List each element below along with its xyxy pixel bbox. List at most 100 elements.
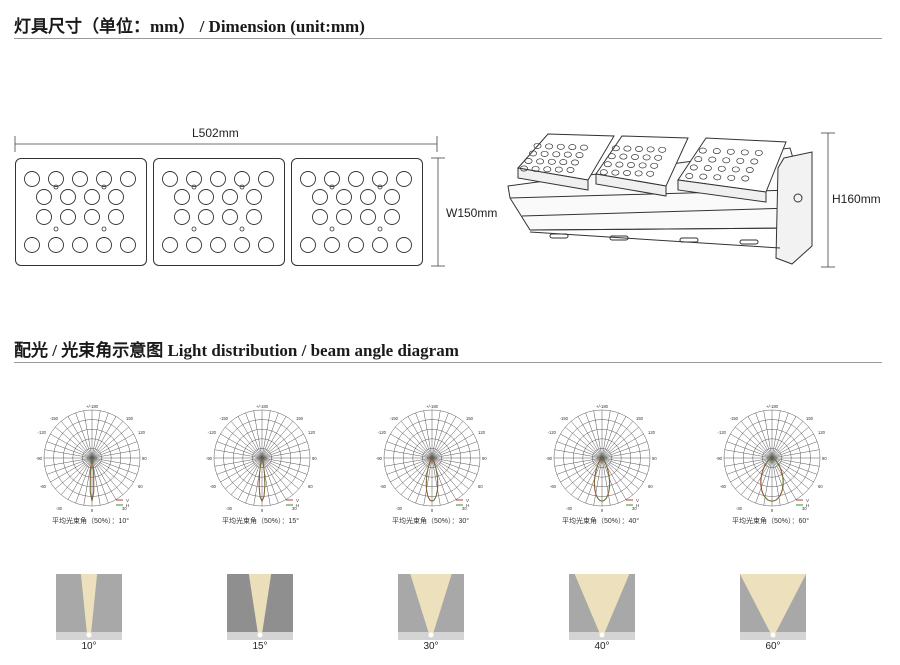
angle-tick-label: -90 xyxy=(36,456,43,461)
led-lens xyxy=(545,143,554,150)
led-lens xyxy=(372,171,388,187)
led-lens xyxy=(186,171,202,187)
angle-tick-label: 30 xyxy=(802,506,807,511)
led-lens xyxy=(48,237,64,253)
angle-tick-label: +/-180 xyxy=(86,404,99,409)
led-lens xyxy=(312,209,328,225)
led-lens xyxy=(324,237,340,253)
light-cone xyxy=(410,574,452,634)
led-lens xyxy=(575,152,584,159)
angle-tick-label: 90 xyxy=(142,456,147,461)
legend-h: H xyxy=(466,503,469,508)
led-lens xyxy=(745,167,754,173)
led-lens xyxy=(533,142,542,149)
legend-h: H xyxy=(636,503,639,508)
led-lens xyxy=(198,189,214,205)
led-lens xyxy=(300,171,316,187)
beam-illustration xyxy=(56,574,122,640)
led-lens xyxy=(198,209,214,225)
led-lens xyxy=(642,154,651,161)
height-label: H160mm xyxy=(832,192,881,206)
led-lens xyxy=(689,164,698,171)
length-label: L502mm xyxy=(192,126,239,140)
led-lens xyxy=(599,169,608,176)
led-lens xyxy=(615,161,624,168)
led-lens xyxy=(554,166,563,173)
led-lens xyxy=(246,209,262,225)
screw-hole xyxy=(239,184,245,190)
led-lens xyxy=(726,148,735,155)
led-lens xyxy=(336,189,352,205)
led-lens xyxy=(731,166,740,173)
led-lens xyxy=(563,151,572,158)
front-panel-center xyxy=(153,158,285,266)
angle-tick-label: -120 xyxy=(548,430,557,435)
light-cone xyxy=(248,574,272,634)
legend-v: V xyxy=(296,498,299,503)
angle-tick-label: -30 xyxy=(56,506,63,511)
beam-angle-label: 15° xyxy=(252,641,268,652)
led-lens xyxy=(396,171,412,187)
led-lens xyxy=(754,149,763,156)
led-lens xyxy=(96,237,112,253)
beam-angle-caption: 平均光束角（50%）：15° xyxy=(222,518,300,525)
angle-tick-label: 60 xyxy=(478,484,483,489)
angle-tick-label: -120 xyxy=(208,430,217,435)
angle-tick-label: 30 xyxy=(462,506,467,511)
led-lens xyxy=(559,159,568,166)
angle-tick-label: 0 xyxy=(261,508,264,513)
led-lens xyxy=(658,146,667,153)
led-lens xyxy=(623,170,631,176)
angle-tick-label: 0 xyxy=(431,508,434,513)
intensity-curve-h xyxy=(89,458,95,502)
angle-tick-label: 90 xyxy=(312,456,317,461)
led-lens xyxy=(654,154,663,161)
angle-tick-label: -60 xyxy=(40,484,47,489)
angle-tick-label: -30 xyxy=(226,506,233,511)
light-cone xyxy=(740,574,806,634)
led-lens xyxy=(336,209,352,225)
beam-angle-caption: 平均光束角（50%）：40° xyxy=(562,518,640,525)
intensity-curve-h xyxy=(258,457,266,503)
angle-tick-label: -30 xyxy=(396,506,403,511)
angle-tick-label: -150 xyxy=(390,416,399,421)
angle-tick-label: -30 xyxy=(736,506,743,511)
screw-hole xyxy=(329,226,335,232)
width-label: W150mm xyxy=(446,206,498,220)
led-lens xyxy=(360,209,376,225)
led-lens xyxy=(48,171,64,187)
angle-tick-label: 120 xyxy=(138,430,146,435)
section-divider xyxy=(14,362,882,363)
led-lens xyxy=(547,158,556,165)
led-lens xyxy=(638,162,647,169)
beam-angle-caption: 平均光束角（50%）：30° xyxy=(392,518,470,525)
led-lens xyxy=(186,237,202,253)
led-lens xyxy=(611,145,620,152)
beam-angle-label: 10° xyxy=(81,641,97,652)
led-lens xyxy=(84,189,100,205)
led-lens xyxy=(552,151,561,158)
led-lens xyxy=(703,165,712,172)
led-lens xyxy=(646,170,655,177)
led-lens xyxy=(740,149,749,156)
angle-tick-label: 60 xyxy=(648,484,653,489)
screw-hole xyxy=(377,226,383,232)
beam-illustration xyxy=(398,574,464,640)
angle-tick-label: 0 xyxy=(771,508,774,513)
led-lens xyxy=(72,237,88,253)
led-lens xyxy=(611,169,620,176)
led-lens xyxy=(713,174,722,181)
led-lens xyxy=(520,165,528,172)
angle-tick-label: -90 xyxy=(206,456,213,461)
led-lens xyxy=(72,171,88,187)
beam-angle-label: 60° xyxy=(765,641,781,652)
led-lens xyxy=(524,158,533,164)
led-lens xyxy=(699,173,708,180)
screw-hole xyxy=(101,184,107,190)
led-lens xyxy=(708,156,717,163)
led-lens xyxy=(246,189,262,205)
led-lens xyxy=(712,148,721,155)
